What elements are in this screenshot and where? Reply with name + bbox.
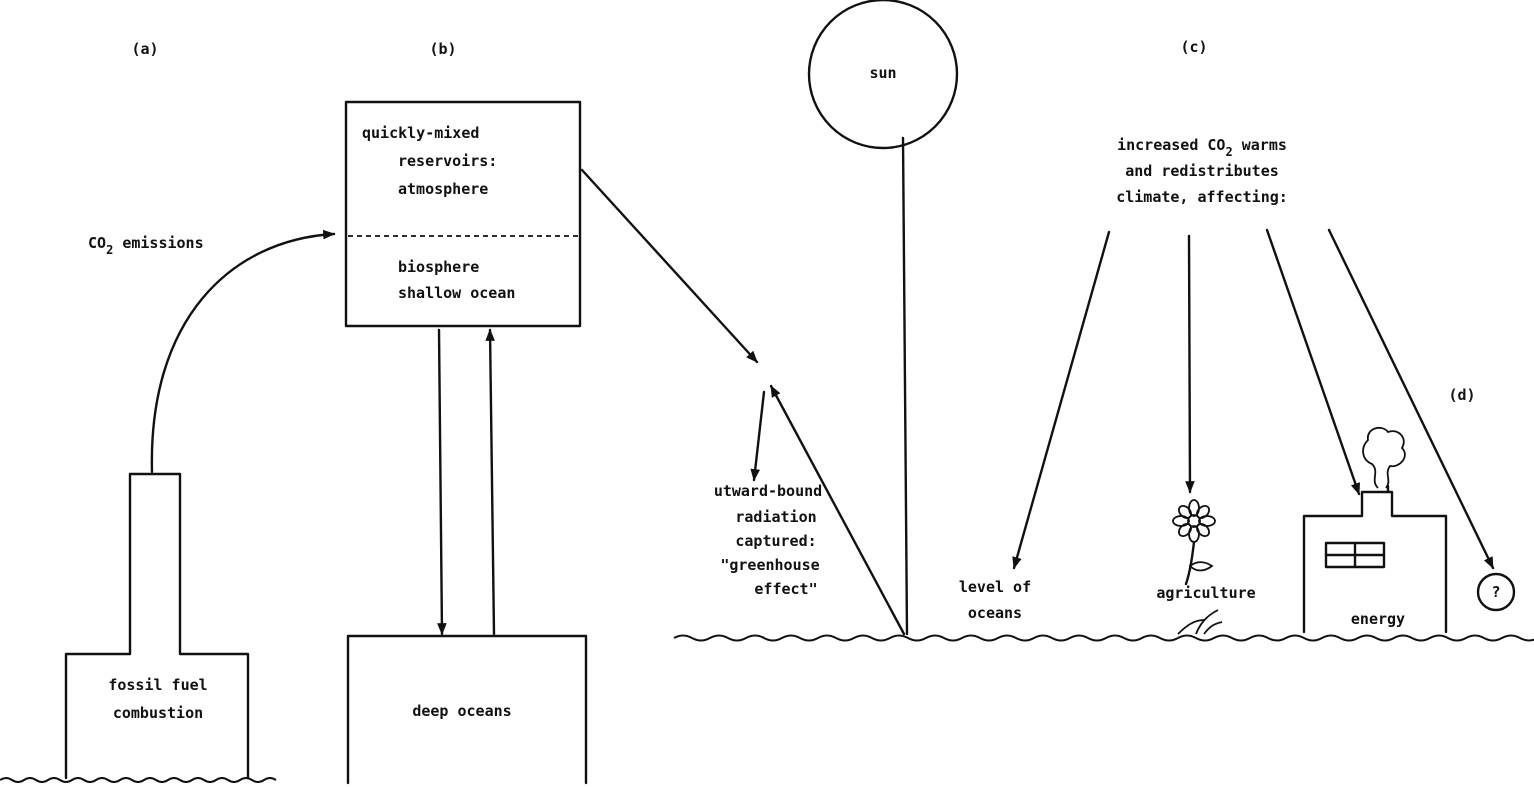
radiation-label-line2: radiation — [735, 508, 816, 526]
greenhouse-down-arrow — [750, 390, 766, 482]
flower-icon — [1172, 499, 1223, 635]
sun-label: sun — [869, 64, 896, 82]
panel-label-c: (c) — [1180, 38, 1207, 56]
sun-circle — [807, 0, 959, 150]
arrow-to-agriculture — [1185, 234, 1195, 494]
climate-label-line1: increased CO2 warms — [1117, 136, 1287, 159]
unknown-effect-label: ? — [1491, 583, 1500, 601]
ground-line-right — [673, 634, 1534, 642]
fossil-fuel-chimney — [64, 472, 250, 780]
panel-label-d: (d) — [1448, 386, 1475, 404]
reservoir-label-line3: atmosphere — [398, 180, 488, 198]
panel-label-b: (b) — [429, 40, 456, 58]
fossil-fuel-label-line1: fossil fuel — [108, 676, 207, 694]
radiation-label-line1: utward-bound — [714, 482, 822, 500]
reservoir-label-line5: shallow ocean — [398, 284, 515, 302]
arrow-to-energy — [1265, 228, 1361, 496]
deep-oceans-label: deep oceans — [412, 702, 511, 720]
unknown-effect-circle — [1476, 572, 1516, 612]
reservoir-label-line2: reservoirs: — [398, 152, 497, 170]
energy-label: energy — [1351, 610, 1405, 628]
radiation-label-line5: effect" — [754, 580, 817, 598]
radiation-outgoing-arrow — [769, 384, 906, 636]
upward-exchange-arrow — [485, 328, 496, 636]
panel-label-a: (a) — [131, 40, 158, 58]
ocean-level-label-line2: oceans — [968, 604, 1022, 622]
reservoir-label-line4: biosphere — [398, 258, 479, 276]
sun-ray-line — [901, 136, 909, 636]
downward-exchange-arrow — [437, 328, 447, 636]
factory-icon — [1302, 426, 1448, 634]
ground-line-left — [0, 777, 277, 783]
co2-emissions-arrow — [150, 229, 336, 474]
quickly-mixed-reservoirs-box — [344, 100, 582, 328]
atmosphere-to-greenhouse-arrow — [580, 168, 759, 364]
deep-oceans-box — [346, 634, 588, 785]
fossil-fuel-label-line2: combustion — [113, 704, 203, 722]
ocean-level-label-line1: level of — [959, 578, 1031, 596]
climate-label-line3: climate, affecting: — [1116, 188, 1288, 206]
radiation-label-line3: captured: — [735, 532, 816, 550]
climate-label-line2: and redistributes — [1125, 162, 1279, 180]
arrow-to-unknown — [1327, 228, 1495, 570]
reservoir-label-line1: quickly-mixed — [362, 124, 479, 142]
agriculture-label: agriculture — [1156, 584, 1255, 602]
arrow-to-ocean-level — [1012, 230, 1111, 570]
co2-emissions-label: CO2 emissions — [88, 234, 204, 257]
radiation-label-line4: "greenhouse — [720, 556, 819, 574]
